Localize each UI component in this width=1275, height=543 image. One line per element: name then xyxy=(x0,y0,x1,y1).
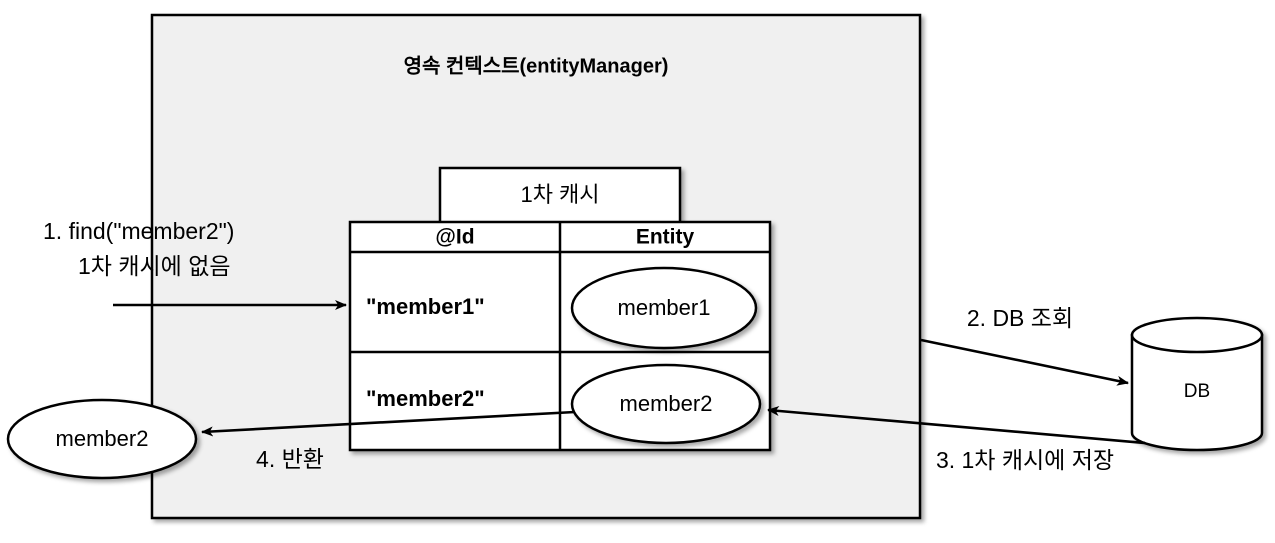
table-row: "member2" member2 xyxy=(366,363,762,445)
returned-entity-ellipse xyxy=(6,398,198,480)
database-label: DB xyxy=(1184,381,1210,402)
database-cylinder: DB xyxy=(1130,316,1264,452)
cache-row-2-id: "member2" xyxy=(366,386,485,411)
cache-row-1-id: "member1" xyxy=(366,294,485,319)
returned-entity: member2 xyxy=(6,398,198,480)
cache-row-1-entity-ellipse xyxy=(570,266,758,350)
arrow-step-1: 1. find("member2") 1차 캐시에 없음 xyxy=(43,218,347,310)
persistence-context-title: 영속 컨텍스트(entityManager) xyxy=(404,54,669,77)
returned-entity-label: member2 xyxy=(56,426,149,451)
database-body xyxy=(1130,333,1264,452)
table-row: "member1" member1 xyxy=(366,266,758,350)
cache-row-2-entity-ellipse xyxy=(570,363,762,445)
step-2-label: 2. DB 조회 xyxy=(967,305,1073,331)
cache-table-col-header-entity: Entity xyxy=(636,226,695,249)
database-top-ellipse xyxy=(1130,316,1264,354)
first-level-cache-table: @Id Entity "member1" member1 "member2" m… xyxy=(348,220,772,452)
first-level-cache-tab-label: 1차 캐시 xyxy=(520,182,599,207)
arrow-step-4-line xyxy=(201,410,576,437)
arrow-step-3: 3. 1차 캐시에 저장 xyxy=(767,405,1146,473)
step-4-label: 4. 반환 xyxy=(256,446,324,472)
arrow-step-4: 4. 반환 xyxy=(201,410,576,472)
step-1-label-line2: 1차 캐시에 없음 xyxy=(78,253,231,279)
first-level-cache-tab: 1차 캐시 xyxy=(438,166,682,225)
cache-table-col-header-id: @Id xyxy=(435,226,474,249)
arrow-step-2: 2. DB 조회 xyxy=(920,305,1129,386)
arrow-step-2-line xyxy=(920,338,1129,386)
arrow-step-3-line xyxy=(767,405,1146,445)
cache-row-1-entity-label: member1 xyxy=(618,295,711,320)
step-1-label-line1: 1. find("member2") xyxy=(43,218,234,244)
step-3-label: 3. 1차 캐시에 저장 xyxy=(936,447,1114,473)
cache-row-2-entity-label: member2 xyxy=(620,391,713,416)
